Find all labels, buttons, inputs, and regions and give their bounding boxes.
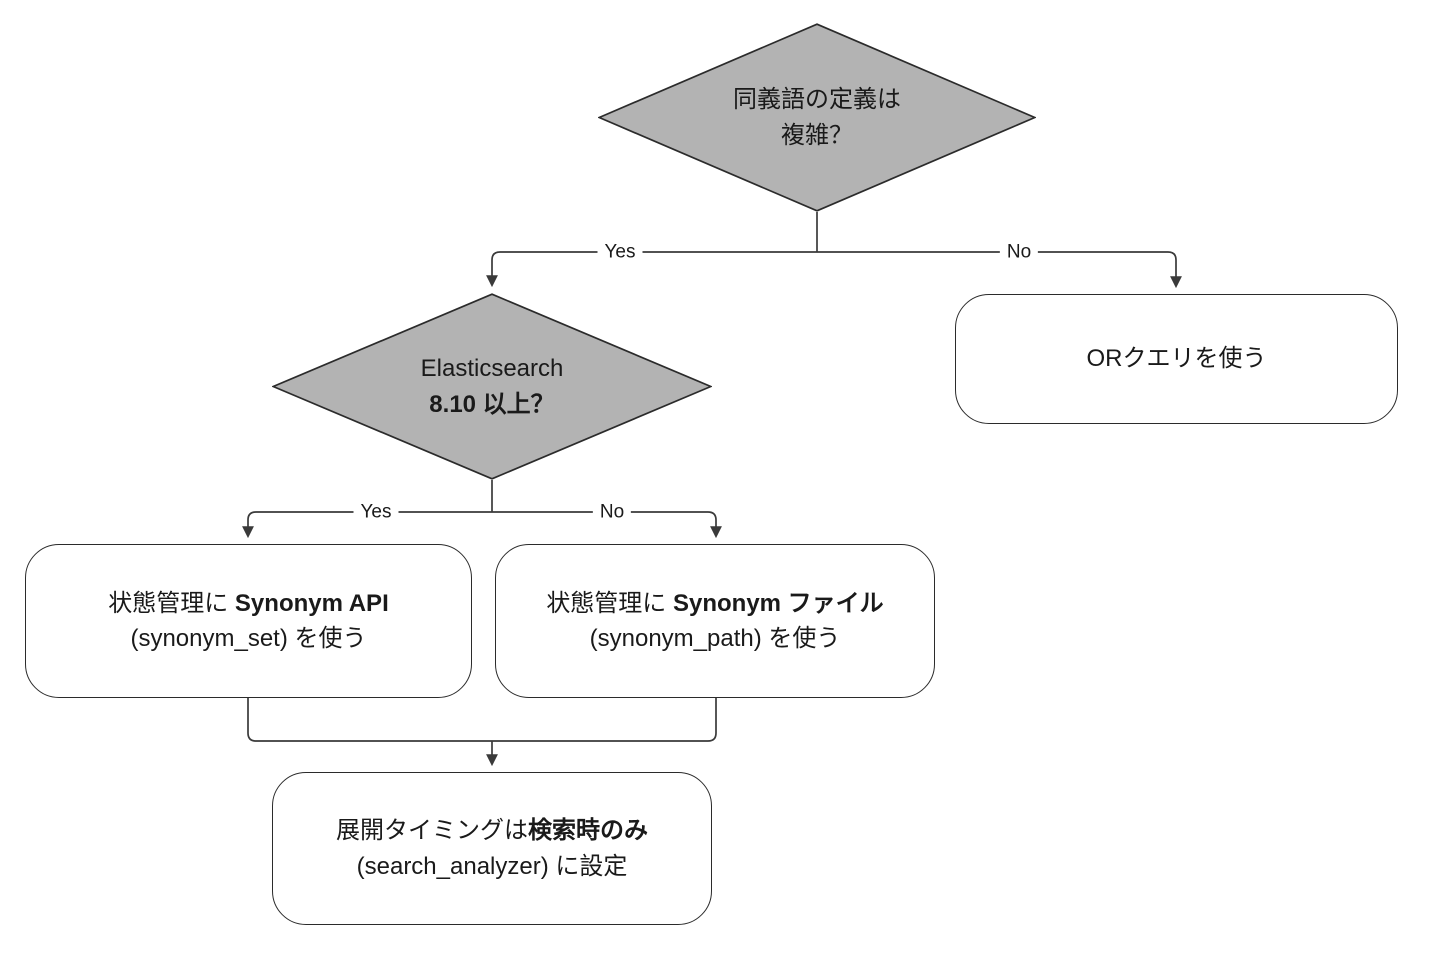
edge-label-complexity-yes: Yes: [597, 239, 643, 265]
edge-api-merge: [247, 698, 492, 742]
edge-label-version-yes: Yes: [353, 499, 399, 525]
process-or-query-label: ORクエリを使う: [1073, 341, 1281, 376]
decision-es-version[interactable]: Elasticsearch 8.10 以上？: [272, 293, 712, 480]
process-search-analyzer-line2: (search_analyzer) に設定: [356, 852, 628, 880]
diamond-shape: [598, 23, 1036, 212]
process-synonym-file-line2: (synonym_path) を使う: [589, 625, 841, 652]
decision-synonym-complexity[interactable]: 同義語の定義は 複雑？: [598, 23, 1036, 212]
edge-file-merge: [492, 698, 717, 742]
process-synonym-api[interactable]: 状態管理に Synonym API (synonym_set) を使う: [25, 544, 472, 698]
edge-complexity-no: [817, 251, 1182, 289]
diamond-shape: [272, 293, 712, 480]
process-search-analyzer-label: 展開タイミングは検索時のみ (search_analyzer) に設定: [322, 813, 662, 883]
edge-version-no: [492, 511, 722, 539]
process-search-analyzer[interactable]: 展開タイミングは検索時のみ (search_analyzer) に設定: [272, 772, 712, 925]
process-synonym-file-label: 状態管理に Synonym ファイル (synonym_path) を使う: [532, 586, 897, 656]
process-synonym-api-line2: (synonym_set) を使う: [130, 625, 367, 652]
edge-label-complexity-no: No: [999, 239, 1039, 265]
process-synonym-api-label: 状態管理に Synonym API (synonym_set) を使う: [94, 586, 402, 656]
process-or-query-line1: ORクエリを使う: [1086, 345, 1267, 373]
process-search-analyzer-line1: 展開タイミングは検索時のみ: [336, 817, 648, 845]
edge-complexity-yes: [486, 251, 817, 288]
edge-version-yes: [242, 511, 492, 539]
process-synonym-file-line1: 状態管理に Synonym ファイル: [546, 589, 884, 617]
process-or-query[interactable]: ORクエリを使う: [955, 294, 1398, 424]
process-synonym-api-line1: 状態管理に Synonym API: [108, 589, 389, 617]
process-synonym-file[interactable]: 状態管理に Synonym ファイル (synonym_path) を使う: [495, 544, 935, 698]
edge-label-version-no: No: [592, 499, 632, 525]
